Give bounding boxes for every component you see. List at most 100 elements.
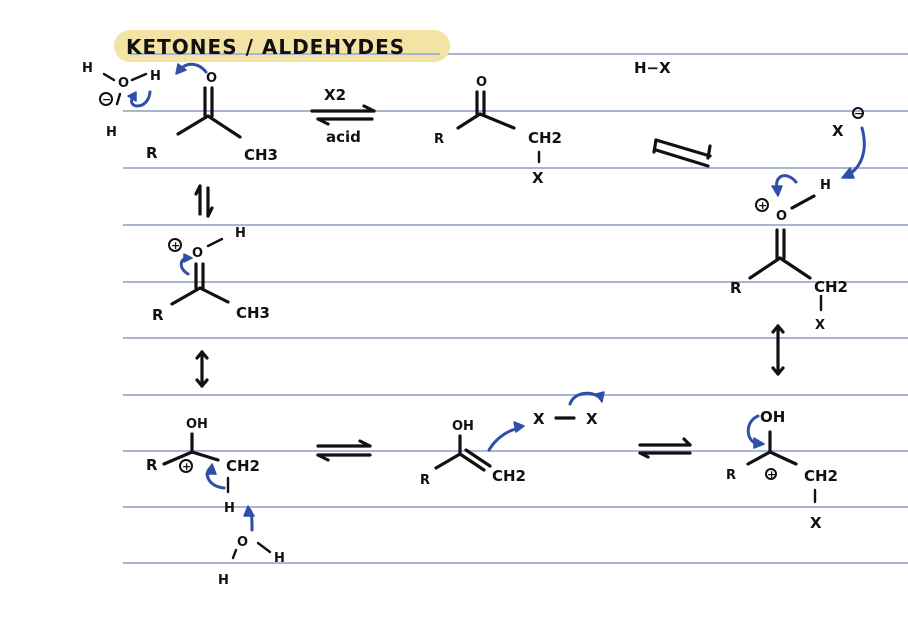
- arrowhead-icon: [638, 451, 650, 459]
- charge-symbol: +: [767, 468, 776, 481]
- atom-r: R: [146, 456, 158, 474]
- arrowhead-icon: [316, 117, 330, 126]
- atom-x: X: [810, 514, 822, 532]
- atom-o: O: [192, 246, 203, 261]
- atom-o: O: [476, 75, 487, 90]
- atom-h: H: [224, 501, 235, 516]
- byproduct-hx: H−X: [634, 59, 671, 77]
- enol-structure: OH R CH2: [420, 419, 526, 488]
- positive-charge-icon: [168, 238, 182, 252]
- resonance-arrow-right: [771, 324, 785, 376]
- arrowhead-icon: [183, 253, 193, 263]
- atom-h: H: [82, 61, 93, 76]
- arrowhead-icon: [316, 453, 330, 462]
- bond: [162, 450, 194, 466]
- arrowhead-icon: [195, 350, 209, 360]
- arrowhead-icon: [513, 421, 525, 433]
- bond: [768, 450, 798, 466]
- bond: [206, 237, 224, 248]
- bond: [198, 286, 230, 304]
- arrowhead-icon: [753, 437, 765, 449]
- atom-x: X: [533, 410, 545, 428]
- equilibrium-arrow-diagonal: [652, 138, 712, 168]
- arrowhead-icon: [771, 366, 785, 376]
- alpha-halo-ketone: O R CH2 X: [434, 75, 562, 187]
- bond: [206, 114, 242, 139]
- bond: [130, 72, 148, 82]
- atom-h: H: [150, 69, 161, 84]
- arrowhead-icon: [362, 104, 376, 113]
- forward-arrow: [654, 138, 712, 158]
- equilibrium-arrow-row3-right: [638, 437, 692, 459]
- group-oh: OH: [760, 408, 785, 426]
- atom-x: X: [532, 169, 544, 187]
- atom-x: X: [586, 410, 598, 428]
- bond: [748, 256, 782, 280]
- positive-charge-icon: [179, 459, 193, 473]
- reaction-arrow-x2: X2 acid: [310, 86, 376, 146]
- water-molecule-bottom: O H H: [218, 535, 285, 588]
- atom-x: X: [832, 122, 844, 140]
- condition-label: acid: [326, 128, 361, 146]
- equilibrium-arrow-row3-left: [316, 439, 372, 462]
- protonated-halo-ketone: + O H R CH2 X: [730, 174, 848, 333]
- water-molecule-top: H O H − H: [82, 61, 208, 140]
- bond: [256, 541, 272, 554]
- charge-symbol: +: [758, 199, 767, 212]
- atom-h: H: [106, 125, 117, 140]
- charge-symbol: +: [171, 239, 180, 252]
- arrowhead-icon: [358, 439, 372, 448]
- atom-o: O: [237, 535, 248, 550]
- double-bond: [464, 448, 492, 468]
- atom-o: O: [206, 71, 217, 86]
- bond: [478, 112, 516, 130]
- arrowhead-icon: [595, 391, 605, 403]
- atom-h: H: [274, 551, 285, 566]
- group-ch2: CH2: [804, 467, 838, 485]
- negative-charge-icon: [99, 92, 113, 106]
- bond: [434, 452, 462, 470]
- halide-ion: X −: [832, 107, 866, 179]
- arrowhead-icon: [682, 437, 692, 447]
- arrowhead-icon: [841, 167, 855, 179]
- atom-r: R: [146, 144, 158, 162]
- bond: [790, 194, 816, 210]
- atom-r: R: [420, 473, 430, 488]
- reagent-label: X2: [324, 86, 346, 104]
- arrowhead-icon: [206, 206, 214, 218]
- bond: [456, 112, 482, 130]
- bond: [115, 92, 122, 106]
- charge-symbol: −: [102, 93, 111, 106]
- charge-symbol: +: [182, 460, 191, 473]
- group-oh: OH: [452, 419, 474, 434]
- arrowhead-icon: [127, 91, 137, 102]
- arrowhead-icon: [652, 138, 658, 154]
- bond: [190, 450, 220, 462]
- reverse-arrow: [654, 148, 710, 168]
- title-text: KETONES / ALDEHYDES: [126, 35, 405, 59]
- bond: [746, 450, 772, 466]
- group-ch2: CH2: [492, 467, 526, 485]
- atom-o: O: [118, 76, 129, 91]
- arrowhead-icon: [194, 184, 202, 196]
- bond: [170, 286, 202, 306]
- bond: [176, 114, 210, 136]
- arrowhead-icon: [771, 185, 783, 197]
- bond: [102, 72, 116, 82]
- group-ch3: CH3: [236, 304, 270, 322]
- group-ch2: CH2: [226, 457, 260, 475]
- atom-h: H: [820, 178, 831, 193]
- page-title: KETONES / ALDEHYDES: [114, 30, 450, 62]
- atom-h: H: [235, 226, 246, 241]
- charge-symbol: −: [854, 107, 863, 120]
- protonated-ketone: + O H R CH3: [152, 226, 270, 324]
- atom-x: X: [815, 318, 825, 333]
- group-ch3: CH3: [244, 146, 278, 164]
- positive-charge-icon: [765, 468, 777, 480]
- arrowhead-icon: [195, 378, 209, 388]
- bond: [778, 256, 812, 280]
- arrowhead-icon: [771, 324, 785, 334]
- group-ch2: CH2: [528, 129, 562, 147]
- arrowhead-icon: [175, 63, 187, 75]
